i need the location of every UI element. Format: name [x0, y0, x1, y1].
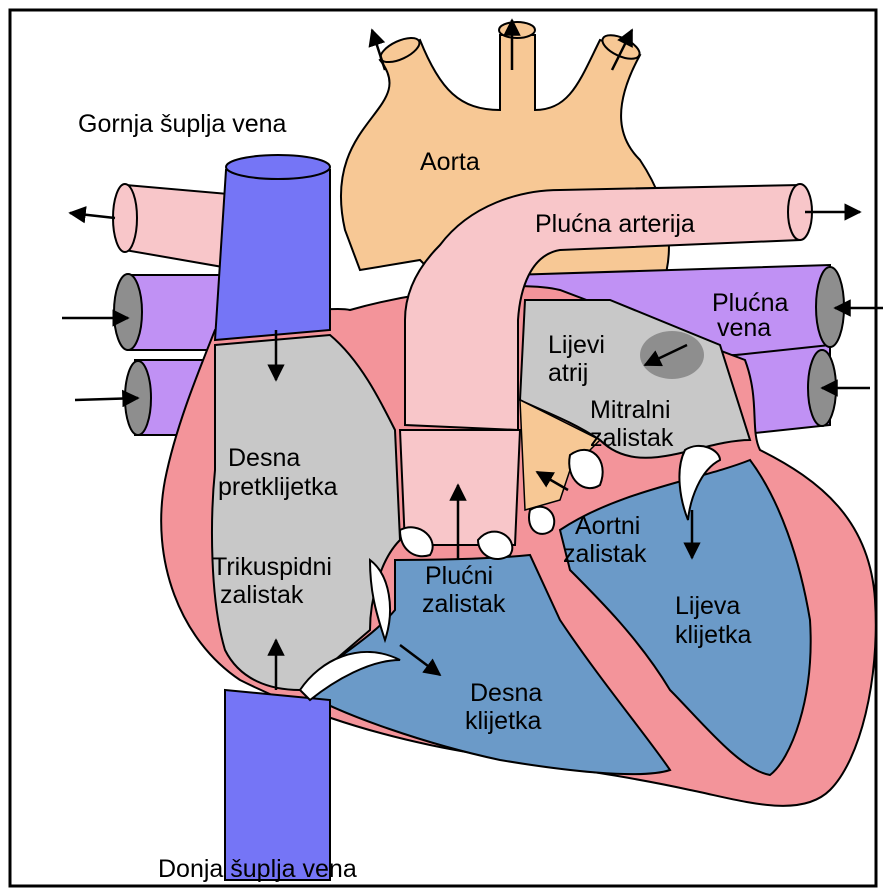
label-aortic-valve-2: zalistak [563, 540, 647, 568]
label-right-atrium-1: Desna [228, 444, 300, 472]
label-tricuspid-valve-2: zalistak [220, 581, 304, 609]
label-pulmonary-valve-1: Plućni [425, 562, 493, 590]
label-right-ventricle-1: Desna [470, 679, 542, 707]
label-tricuspid-valve-1: Trikuspidni [212, 553, 332, 581]
label-superior-vena-cava: Gornja šuplja vena [78, 110, 287, 138]
label-inferior-vena-cava: Donja šuplja vena [158, 855, 357, 883]
label-aorta: Aorta [420, 148, 480, 176]
aortic-valve-left [529, 507, 554, 534]
label-left-atrium-1: Lijevi [548, 331, 605, 359]
label-right-atrium-2: pretklijetka [218, 473, 338, 501]
pulmonary-vein-opening-atrium [640, 331, 704, 379]
label-pulmonary-valve-2: zalistak [422, 590, 506, 618]
label-right-ventricle-2: klijetka [465, 707, 542, 735]
aorta-branch-middle [499, 22, 535, 38]
label-pulmonary-artery: Plućna arterija [535, 210, 695, 238]
label-pulmonary-vein-1: Plućna [712, 289, 789, 317]
label-left-atrium-2: atrij [548, 359, 588, 387]
label-aortic-valve-1: Aortni [575, 512, 640, 540]
label-mitral-valve-2: zalistak [590, 424, 674, 452]
superior-vena-cava [215, 155, 330, 340]
label-left-ventricle-1: Lijeva [675, 592, 740, 620]
label-mitral-valve-1: Mitralni [590, 396, 671, 424]
label-left-ventricle-2: klijetka [675, 621, 752, 649]
inferior-vena-cava [225, 690, 330, 880]
label-pulmonary-vein-2: vena [717, 314, 771, 342]
